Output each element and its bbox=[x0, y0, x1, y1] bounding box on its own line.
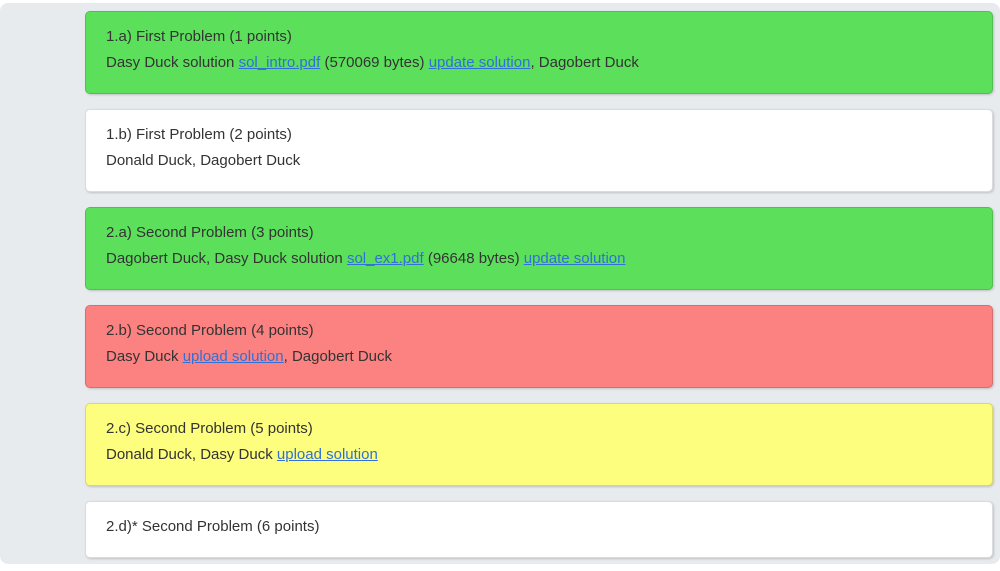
problem-title: 1.a) First Problem (1 points) bbox=[106, 28, 292, 45]
detail-text: Donald Duck, Dagobert Duck bbox=[106, 152, 301, 169]
problem-card-2a: 2.a) Second Problem (3 points) Dagobert … bbox=[85, 207, 993, 290]
problem-title: 2.c) Second Problem (5 points) bbox=[106, 420, 313, 437]
problem-detail: Dasy Duck solution sol_intro.pdf (570069… bbox=[106, 50, 972, 76]
problem-detail: Donald Duck, Dasy Duck upload solution bbox=[106, 442, 972, 468]
detail-text: Dasy Duck solution bbox=[106, 54, 239, 71]
problem-card-2b: 2.b) Second Problem (4 points) Dasy Duck… bbox=[85, 305, 993, 388]
detail-text: Dagobert Duck, Dasy Duck solution bbox=[106, 250, 347, 267]
detail-text: , Dagobert Duck bbox=[283, 348, 392, 365]
problem-title: 2.d)* Second Problem (6 points) bbox=[106, 518, 320, 535]
solution-file-link[interactable]: sol_intro.pdf bbox=[238, 54, 321, 71]
detail-text: (96648 bytes) bbox=[423, 250, 524, 267]
detail-text: (570069 bytes) bbox=[320, 54, 429, 71]
problem-card-2d: 2.d)* Second Problem (6 points) bbox=[85, 501, 993, 558]
problem-card-1b: 1.b) First Problem (2 points) Donald Duc… bbox=[85, 109, 993, 192]
solution-file-link[interactable]: sol_ex1.pdf bbox=[346, 250, 424, 267]
exercise-status-panel: 1.a) First Problem (1 points) Dasy Duck … bbox=[0, 3, 1000, 564]
problem-card-1a: 1.a) First Problem (1 points) Dasy Duck … bbox=[85, 11, 993, 94]
detail-text: Donald Duck, Dasy Duck bbox=[106, 446, 277, 463]
update-solution-link[interactable]: update solution bbox=[523, 250, 626, 267]
upload-solution-link[interactable]: upload solution bbox=[276, 446, 378, 463]
problem-card-2c: 2.c) Second Problem (5 points) Donald Du… bbox=[85, 403, 993, 486]
upload-solution-link[interactable]: upload solution bbox=[182, 348, 284, 365]
problem-title: 2.b) Second Problem (4 points) bbox=[106, 322, 314, 339]
update-solution-link[interactable]: update solution bbox=[428, 54, 531, 71]
problem-detail: Donald Duck, Dagobert Duck bbox=[106, 148, 972, 174]
detail-text: , Dagobert Duck bbox=[530, 54, 639, 71]
problem-detail: Dagobert Duck, Dasy Duck solution sol_ex… bbox=[106, 246, 972, 272]
problem-title: 2.a) Second Problem (3 points) bbox=[106, 224, 314, 241]
detail-text: Dasy Duck bbox=[106, 348, 183, 365]
problem-detail: Dasy Duck upload solution, Dagobert Duck bbox=[106, 344, 972, 370]
problem-title: 1.b) First Problem (2 points) bbox=[106, 126, 292, 143]
